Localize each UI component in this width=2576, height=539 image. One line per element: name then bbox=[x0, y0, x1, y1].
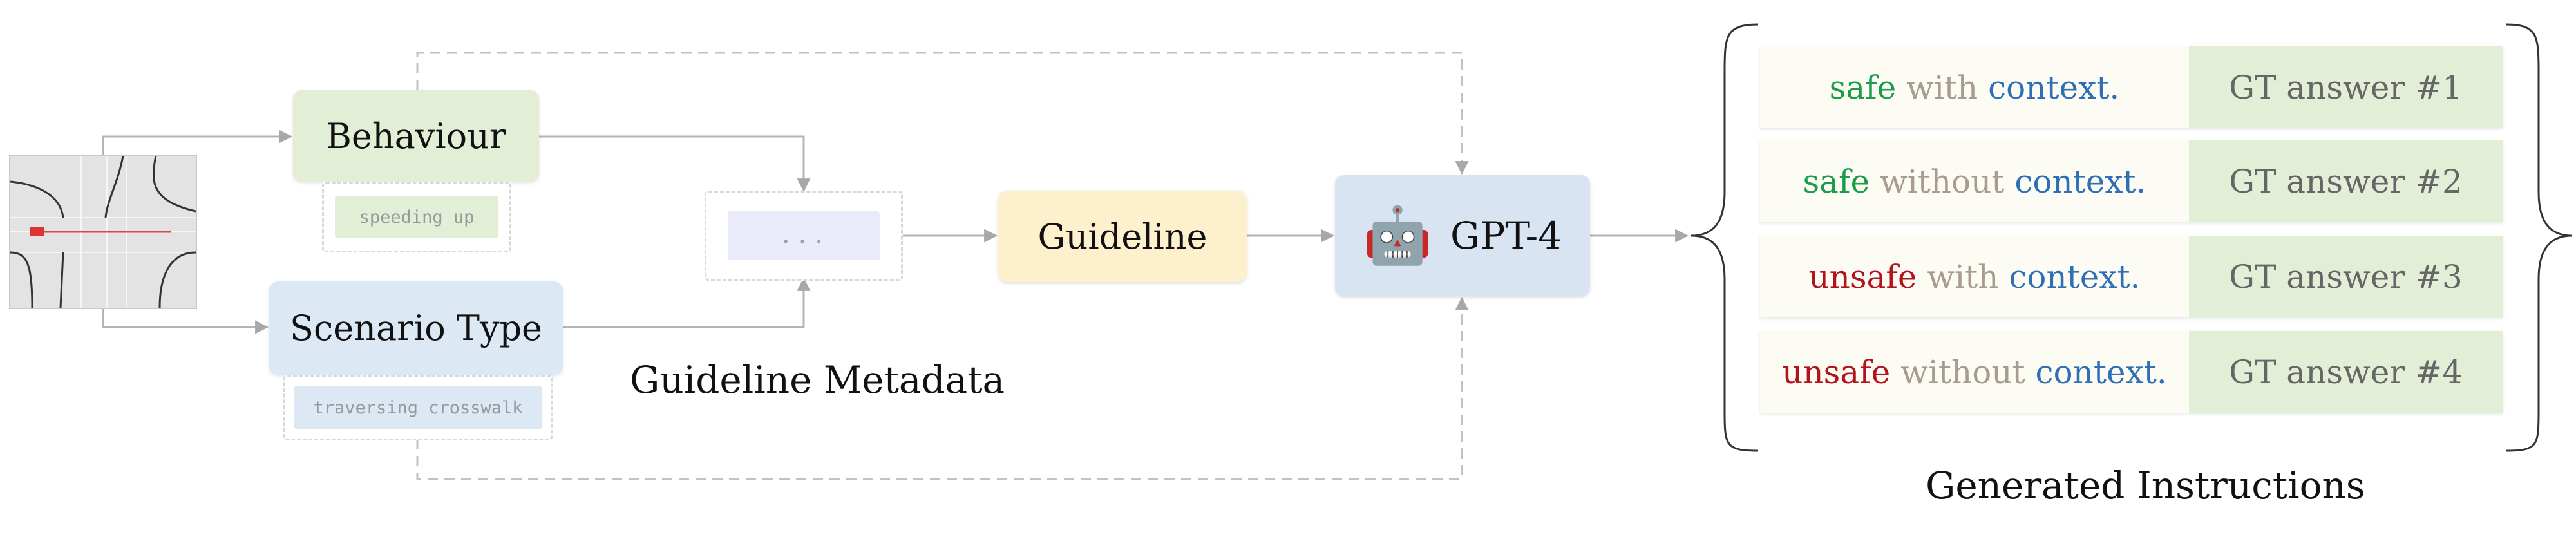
context-word: context. bbox=[2009, 258, 2141, 296]
context-qualifier: without bbox=[1879, 162, 2005, 200]
metadata-placeholder: ... bbox=[728, 211, 880, 260]
metadata-container: ... bbox=[705, 191, 903, 281]
right-brace bbox=[2506, 23, 2573, 452]
safety-word: unsafe bbox=[1808, 258, 1917, 296]
generated-instructions-label: Generated Instructions bbox=[1926, 464, 2365, 507]
instruction-question: safe with context. bbox=[1760, 46, 2189, 128]
instruction-row: unsafe without context. GT answer #4 bbox=[1760, 331, 2503, 413]
context-qualifier: with bbox=[1906, 68, 1978, 106]
dashed-scenario-to-gpt bbox=[416, 296, 1469, 480]
context-qualifier: with bbox=[1927, 258, 1999, 296]
scenario-tag-container: traversing crosswalk bbox=[283, 375, 553, 440]
instruction-question: unsafe without context. bbox=[1760, 331, 2189, 413]
scene-map-thumbnail bbox=[9, 155, 197, 309]
instruction-question: safe without context. bbox=[1760, 140, 2189, 222]
behaviour-label: Behaviour bbox=[326, 115, 506, 156]
context-qualifier: without bbox=[1900, 353, 2025, 391]
gt-answer: GT answer #2 bbox=[2189, 140, 2503, 222]
instruction-row: unsafe with context. GT answer #3 bbox=[1760, 236, 2503, 317]
dashed-behaviour-to-gpt bbox=[416, 52, 1469, 175]
guideline-metadata-label: Guideline Metadata bbox=[630, 358, 1005, 402]
instruction-row: safe with context. GT answer #1 bbox=[1760, 46, 2503, 128]
context-word: context. bbox=[2014, 162, 2146, 200]
instruction-question: unsafe with context. bbox=[1760, 236, 2189, 317]
context-word: context. bbox=[1988, 68, 2120, 106]
arrow-scene-to-behaviour bbox=[102, 129, 293, 155]
scenario-tag: traversing crosswalk bbox=[294, 386, 542, 429]
behaviour-tag: speeding up bbox=[335, 196, 498, 238]
gt-answer: GT answer #4 bbox=[2189, 331, 2503, 413]
scenario-type-node: Scenario Type bbox=[269, 281, 563, 375]
behaviour-node: Behaviour bbox=[293, 90, 539, 182]
safety-word: unsafe bbox=[1782, 353, 1891, 391]
safety-word: safe bbox=[1829, 68, 1897, 106]
behaviour-tag-container: speeding up bbox=[322, 182, 511, 252]
scenario-type-label: Scenario Type bbox=[290, 308, 542, 348]
gt-answer: GT answer #3 bbox=[2189, 236, 2503, 317]
robot-icon: 🤖 bbox=[1363, 203, 1432, 268]
arrow-scene-to-scenario bbox=[102, 309, 269, 334]
safety-word: safe bbox=[1803, 162, 1870, 200]
guideline-node: Guideline bbox=[998, 191, 1247, 282]
gpt4-node: 🤖 GPT-4 bbox=[1335, 175, 1590, 296]
arrow-scenario-to-metadata bbox=[563, 277, 811, 328]
context-word: context. bbox=[2035, 353, 2167, 391]
guideline-label: Guideline bbox=[1037, 216, 1208, 257]
gpt4-label: GPT-4 bbox=[1450, 214, 1562, 258]
gt-answer: GT answer #1 bbox=[2189, 46, 2503, 128]
left-brace bbox=[1690, 23, 1759, 452]
arrow-behaviour-to-metadata bbox=[539, 135, 811, 193]
instruction-row: safe without context. GT answer #2 bbox=[1760, 140, 2503, 222]
